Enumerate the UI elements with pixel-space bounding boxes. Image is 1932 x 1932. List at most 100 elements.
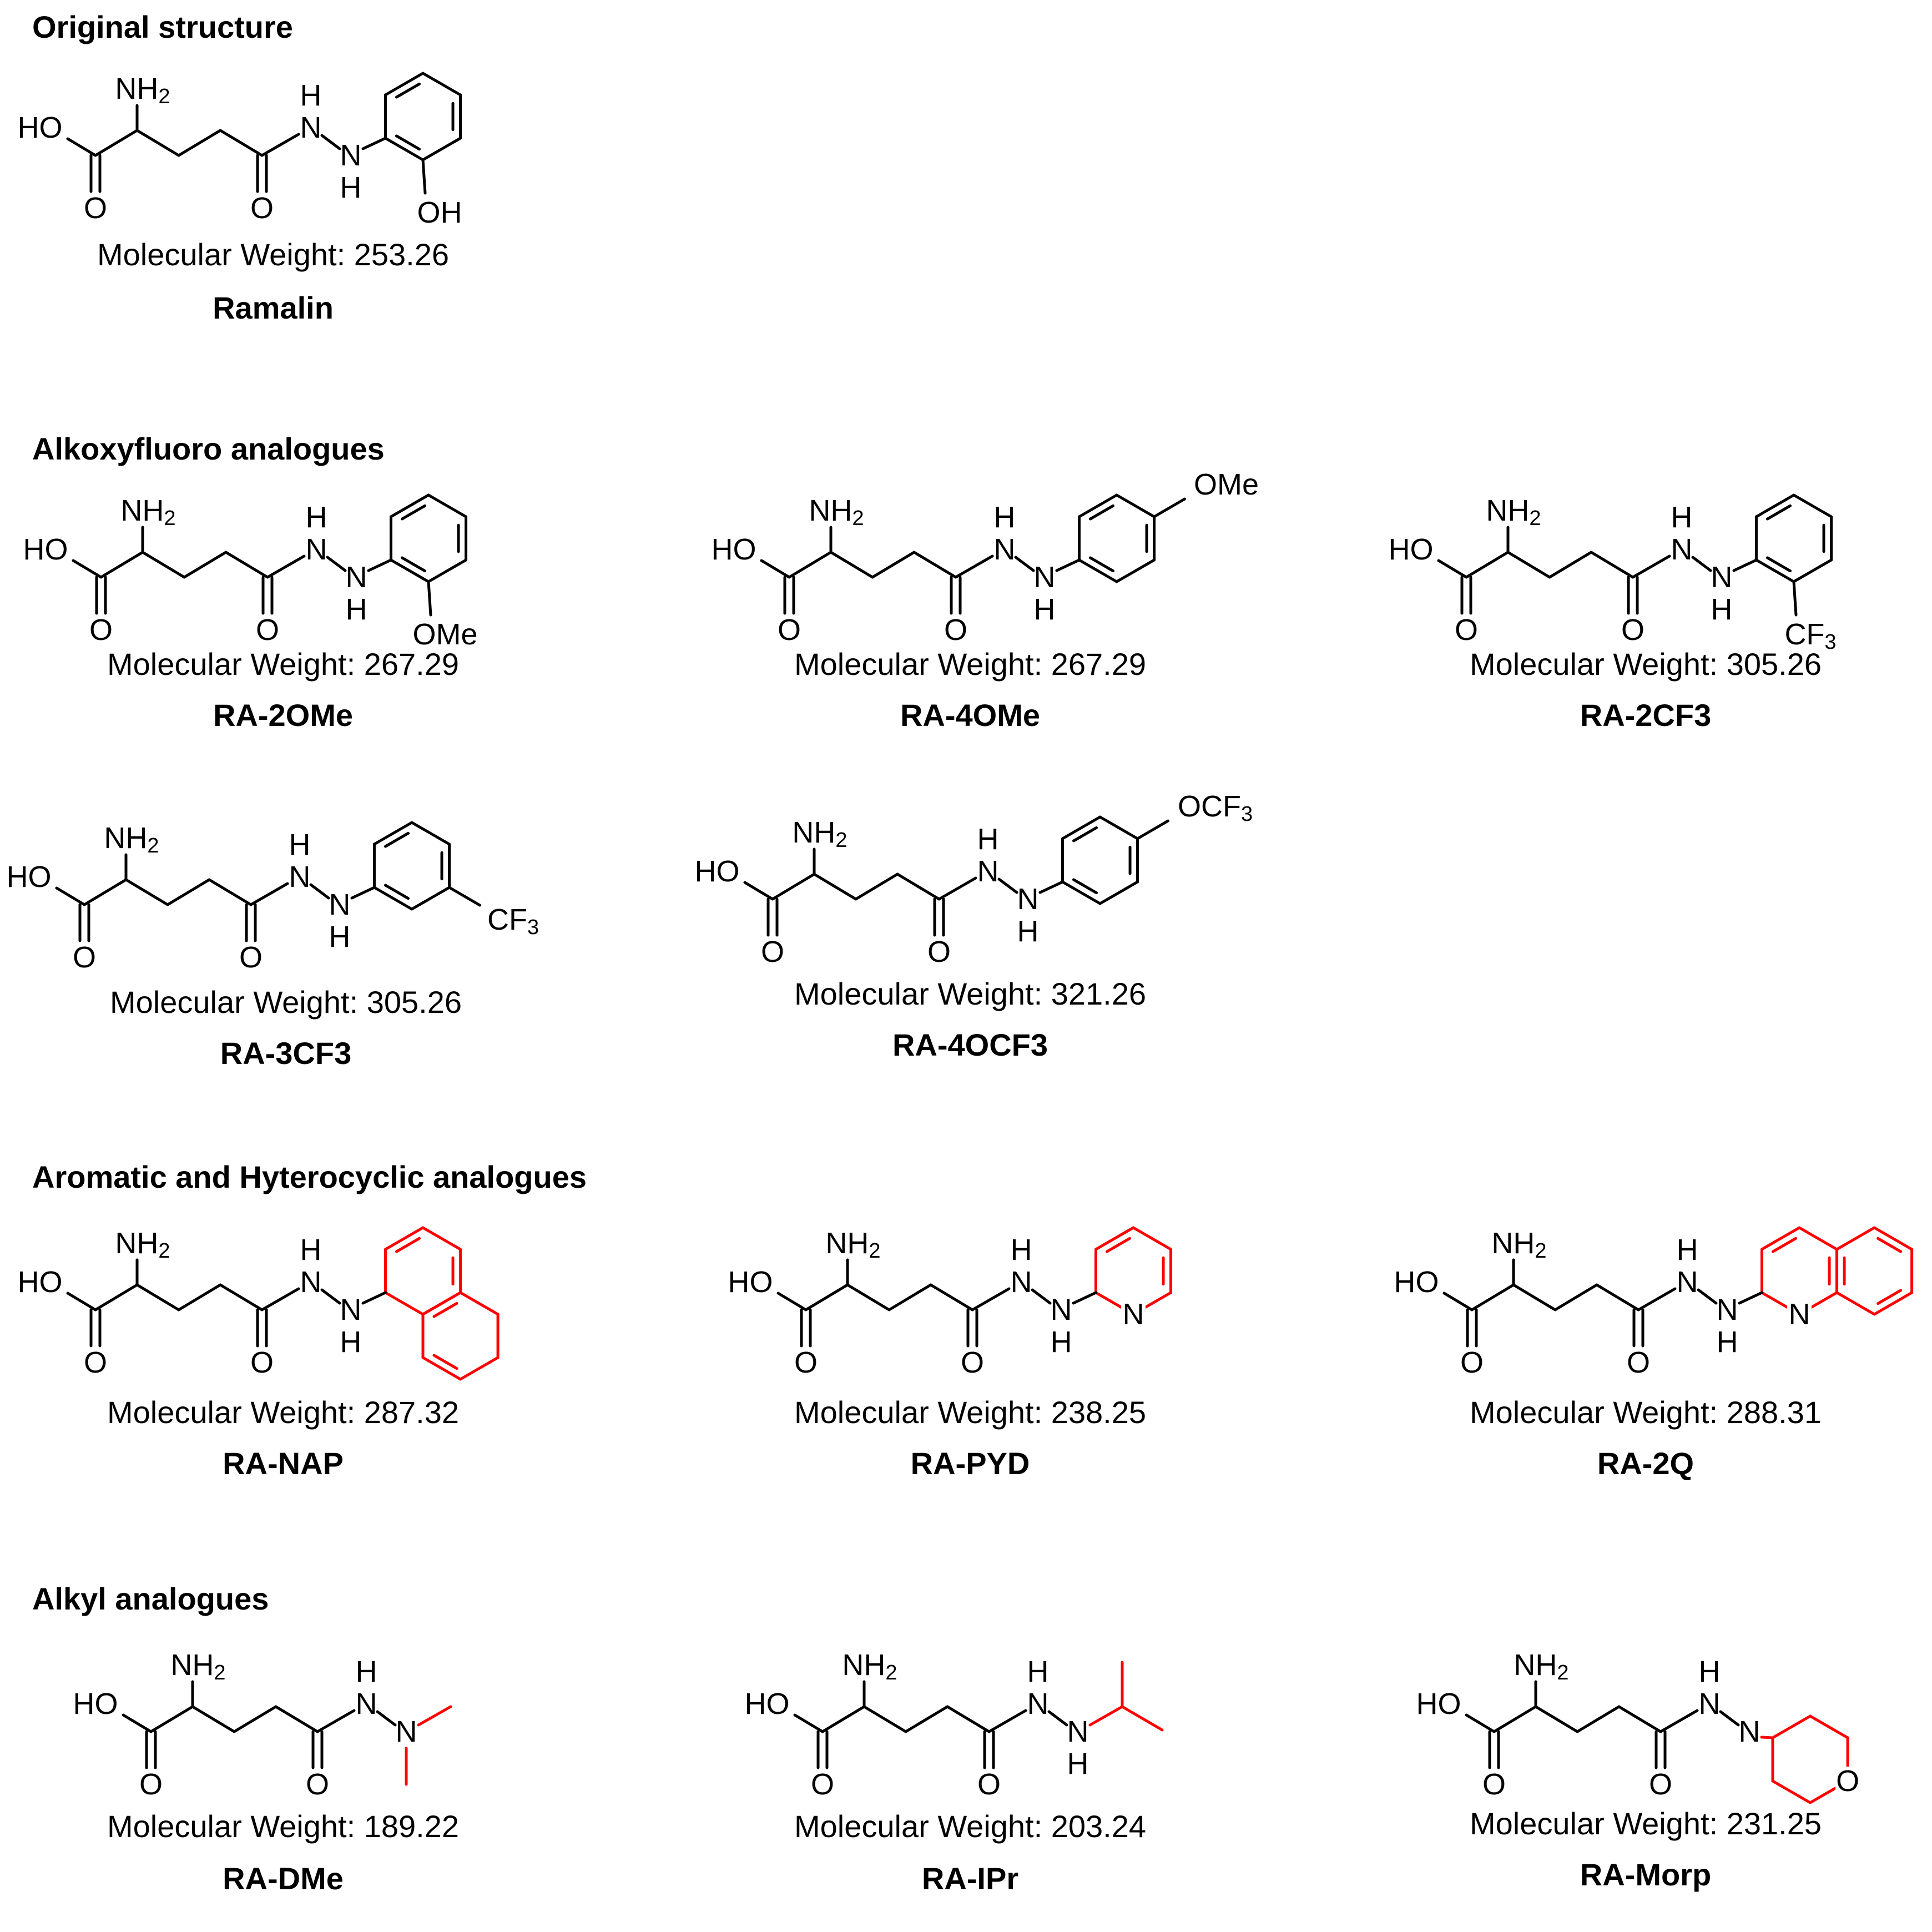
carbonyl-oxygen-label: O (250, 191, 274, 225)
bond (871, 551, 916, 579)
hydrogen-label: H (1051, 1325, 1072, 1359)
amine-label: NH2 (115, 72, 170, 108)
ring-bond (427, 493, 468, 518)
nitrogen-label: N (1717, 1293, 1738, 1326)
hydroxyl-label: HO (728, 1265, 773, 1299)
bond (421, 158, 427, 195)
ring-bond (421, 1356, 462, 1381)
ring-bond (427, 558, 468, 583)
ring-bond (1061, 815, 1102, 840)
carbonyl-oxygen-label: O (1455, 613, 1478, 647)
ring-bond (1115, 558, 1156, 583)
nitrogen-label: N (356, 1687, 377, 1721)
bond (260, 1287, 300, 1311)
molecular-weight: Molecular Weight: 305.26 (110, 985, 462, 1020)
ring-bond (1077, 493, 1118, 518)
bond (55, 886, 86, 906)
nitrogen-label: N (1011, 1265, 1032, 1299)
compound-name: RA-Morp (1580, 1857, 1711, 1892)
bond (249, 882, 289, 906)
bond (124, 878, 169, 906)
nitrogen-label: N (1027, 1687, 1049, 1721)
compound-name: RA-2OMe (213, 698, 353, 733)
ring-bond (1115, 493, 1156, 518)
bond (854, 872, 899, 901)
carbonyl-oxygen-label: O (927, 935, 951, 968)
bond (1031, 1288, 1052, 1305)
molecular-weight: Molecular Weight: 288.31 (1470, 1395, 1822, 1430)
bond (135, 129, 180, 157)
bond (887, 1283, 932, 1311)
aromatic-inner-bond (432, 1354, 458, 1370)
amine-label: NH2 (104, 821, 159, 857)
bond (309, 883, 330, 900)
nitrogen-label: N (994, 533, 1016, 566)
bond (326, 556, 347, 572)
bond (219, 129, 264, 157)
section-title-alkoxyfluoro: Alkoxyfluoro analogues (32, 431, 385, 466)
bond (1553, 1283, 1598, 1311)
bond (94, 129, 139, 157)
carbonyl-oxygen-label: O (811, 1768, 834, 1801)
aromatic-inner-bond (400, 504, 427, 521)
hydroxyl-label: HO (712, 533, 756, 566)
hydrogen-label: H (346, 593, 367, 626)
aromatic-inner-bond (1876, 1289, 1903, 1305)
bond (1470, 1283, 1515, 1311)
ring-bond (1760, 1736, 1774, 1739)
molecular-weight: Molecular Weight: 253.26 (97, 237, 449, 272)
hydrogen-label: H (994, 501, 1016, 534)
aromatic-inner-bond (1765, 556, 1792, 573)
nitrogen-label: N (340, 139, 362, 172)
amine-label: NH2 (792, 816, 847, 852)
ring-bond (1792, 493, 1833, 518)
nitrogen-label: N (977, 855, 999, 888)
bond (1576, 1705, 1621, 1733)
bond (316, 1709, 356, 1733)
bond (829, 551, 874, 579)
bond (1465, 551, 1510, 579)
hydroxyl-label: HO (73, 1687, 118, 1721)
hydrogen-label: H (1711, 593, 1733, 626)
aromatic-inner-bond (1072, 826, 1098, 843)
bond (937, 876, 977, 901)
substituent-label: CF3 (487, 903, 539, 939)
hydrogen-label: H (340, 171, 362, 204)
bond (912, 551, 957, 579)
ring-bond (389, 493, 430, 518)
bond (1697, 1288, 1718, 1305)
isopropyl-bond (1121, 1705, 1164, 1732)
label-mask (1787, 1300, 1812, 1329)
isopropyl-bond (1088, 1705, 1124, 1727)
hydroxyl-label: HO (7, 860, 52, 894)
ring-bond (1760, 1226, 1801, 1251)
molecular-weight: Molecular Weight: 267.29 (794, 647, 1146, 682)
hydroxyl-label: HO (1389, 533, 1434, 566)
molecular-weight: Molecular Weight: 321.26 (794, 976, 1146, 1011)
carbonyl-oxygen-label: O (961, 1346, 984, 1379)
bond (166, 878, 211, 906)
substituent-label: OCF3 (1178, 790, 1253, 826)
bond (135, 1283, 180, 1311)
ring-bond (1771, 1714, 1812, 1739)
aromatic-inner-bond (1765, 504, 1792, 521)
molecular-weight: Molecular Weight: 203.24 (794, 1809, 1146, 1844)
aromatic-inner-bond (400, 556, 427, 573)
amine-label: NH2 (1486, 494, 1541, 530)
bond (1512, 1283, 1557, 1311)
aromatic-inner-bond (1088, 504, 1115, 521)
nitrogen-label: N (300, 111, 322, 144)
compound-name: RA-4OCF3 (892, 1027, 1048, 1062)
ring-bond (1098, 880, 1139, 905)
ring-bond (1809, 1714, 1849, 1739)
nitrogen-label: N (306, 533, 327, 566)
bond (376, 1710, 397, 1727)
bond (1442, 1292, 1474, 1311)
bond (99, 551, 144, 579)
aromatic-inner-bond (395, 82, 421, 99)
compound-name: Ramalin (213, 290, 334, 325)
label-mask (1835, 1767, 1860, 1795)
